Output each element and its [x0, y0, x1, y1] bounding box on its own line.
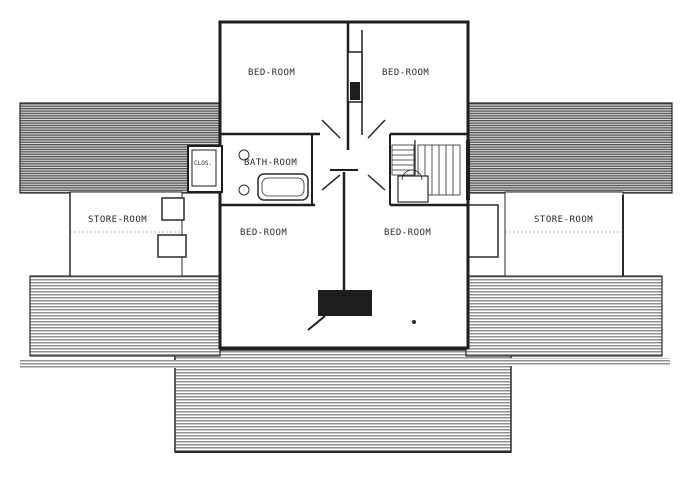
stairs	[391, 144, 461, 203]
bath-fixtures	[238, 149, 309, 201]
interior-walls	[218, 22, 470, 290]
room-labels: BED-ROOM BED-ROOM BATH-ROOM BED-ROOM BED…	[88, 68, 593, 238]
label-storeroom-east: STORE-ROOM	[534, 215, 593, 225]
label-bathroom: BATH-ROOM	[244, 158, 297, 168]
label-bedroom-sw: BED-ROOM	[240, 228, 287, 238]
hall-marks	[321, 119, 386, 191]
east-roof	[465, 102, 673, 366]
storeroom-west	[69, 191, 187, 277]
label-bedroom-se: BED-ROOM	[384, 228, 431, 238]
label-storeroom-west: STORE-ROOM	[88, 215, 147, 225]
storeroom-east	[461, 191, 624, 277]
label-bedroom-nw: BED-ROOM	[248, 68, 295, 78]
west-roof	[19, 102, 221, 368]
porch-roof	[174, 349, 512, 453]
label-bedroom-ne: BED-ROOM	[382, 68, 429, 78]
chimney	[307, 290, 372, 331]
drawing-mark	[412, 320, 416, 324]
label-closet: CLOS.	[194, 160, 212, 167]
